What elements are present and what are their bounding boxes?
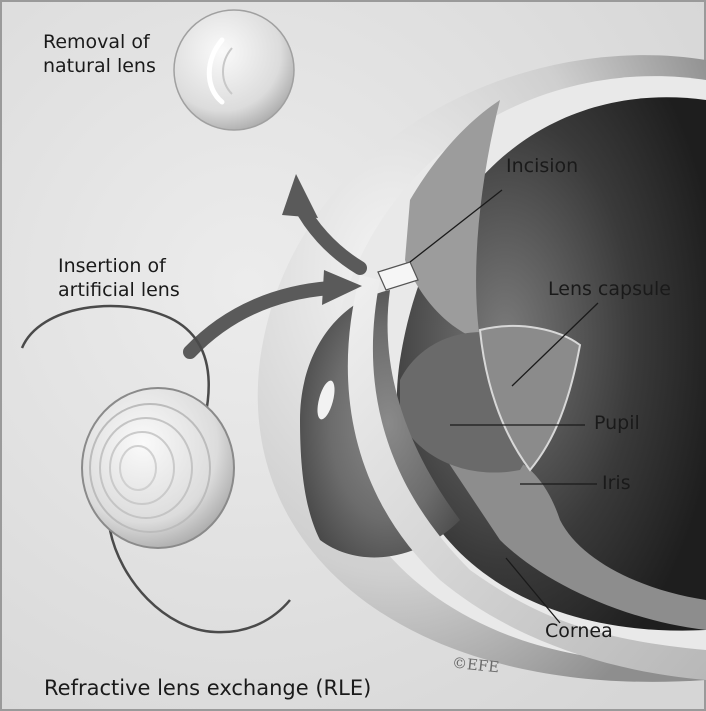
label-incision: Incision — [506, 155, 578, 178]
natural-lens — [174, 10, 294, 130]
label-removal-line2: natural lens — [43, 55, 156, 78]
artificial-lens — [82, 388, 234, 548]
label-cornea: Cornea — [545, 620, 613, 643]
label-lens-capsule: Lens capsule — [548, 278, 671, 301]
figure-caption: Refractive lens exchange (RLE) — [44, 676, 371, 701]
label-iris: Iris — [602, 472, 631, 495]
label-insertion-line1: Insertion of — [58, 255, 166, 278]
label-removal-line1: Removal of — [43, 31, 150, 54]
label-insertion-line2: artificial lens — [58, 279, 180, 302]
label-pupil: Pupil — [594, 412, 640, 435]
